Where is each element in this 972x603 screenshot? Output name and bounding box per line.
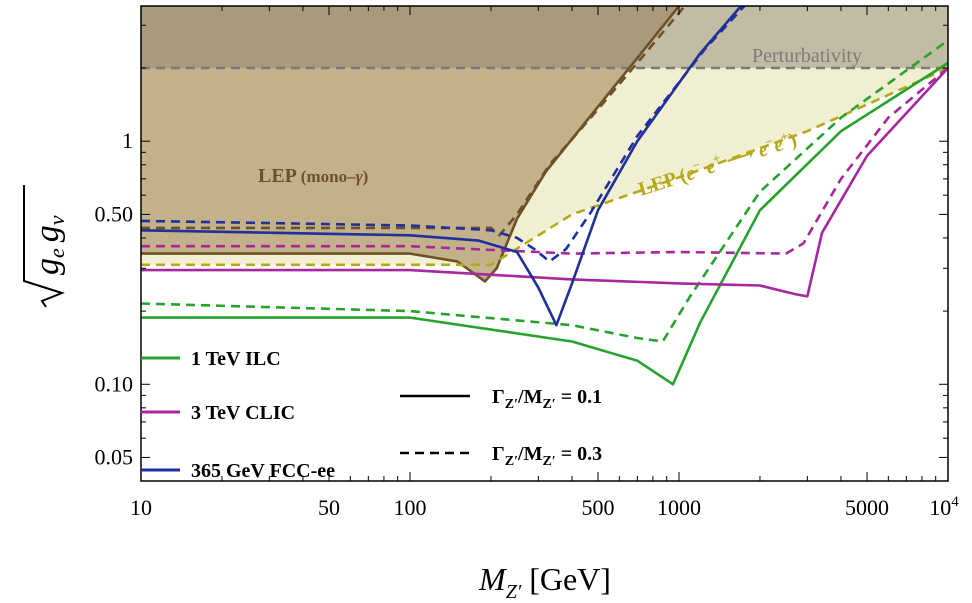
y-tick-label: 0.50	[95, 201, 134, 226]
legend-style-label: ΓZ′/MZ′ = 0.3	[492, 443, 602, 469]
constraint-curves	[141, 6, 948, 386]
perturbativity-shade	[141, 6, 948, 69]
y-axis-label: gegν	[23, 185, 69, 308]
y-axis-label-text: gegν	[29, 215, 69, 275]
perturbativity-label: Perturbativity	[752, 45, 862, 67]
1-tev-ilc-dashed-curve	[141, 39, 948, 343]
1-tev-ilc-solid-curve	[141, 61, 948, 386]
legend-label: 1 TeV ILC	[191, 348, 281, 370]
3-tev-clic-solid-curve	[141, 67, 948, 298]
legend-label: 365 GeV FCC-ee	[191, 460, 335, 482]
y-tick-label: 0.05	[95, 444, 134, 469]
x-tick-label: 10	[130, 495, 152, 520]
legend-style-label: ΓZ′/MZ′ = 0.1	[492, 386, 602, 412]
plot-border	[140, 5, 949, 482]
x-tick-label: 100	[394, 495, 427, 520]
365-gev-fcc-ee-dashed-curve	[141, 6, 746, 263]
perturbativity-line	[141, 6, 948, 70]
legend: 1 TeV ILC 3 TeV CLIC 365 GeV FCC-ee ΓZ′/MZ′…	[141, 348, 602, 482]
x-axis-label: MZ′ [GeV]	[478, 561, 611, 603]
region-lep-mono-gamma	[141, 6, 679, 282]
sqrt-sign	[23, 185, 65, 308]
shaded-regions	[141, 6, 948, 282]
lep-bound-dashed-curve	[141, 6, 686, 237]
x-tick-exponent: 4	[951, 494, 959, 510]
plot-frame	[140, 5, 949, 482]
y-tick-label: 1	[122, 128, 133, 153]
axis-ticks: 10 50 100 500 1000 5000 104 0.05 0.10 0.50 1	[95, 6, 959, 520]
x-tick-label: 1000	[657, 495, 701, 520]
365-gev-fcc-ee-solid-curve	[141, 6, 742, 327]
3-tev-clic-dashed-curve	[141, 67, 948, 255]
lep-bound-dashed-curve	[141, 66, 948, 267]
y-tick-label: 0.10	[95, 371, 134, 396]
x-tick-label: 500	[582, 495, 615, 520]
x-tick-label: 50	[318, 495, 340, 520]
lep-bound-solid-curve	[141, 6, 681, 283]
x-tick-label: 104	[929, 494, 959, 520]
lep-mono-gamma-label: LEP (mono–γ)	[258, 165, 368, 187]
x-tick-label: 5000	[845, 495, 889, 520]
legend-label: 3 TeV CLIC	[191, 402, 295, 424]
